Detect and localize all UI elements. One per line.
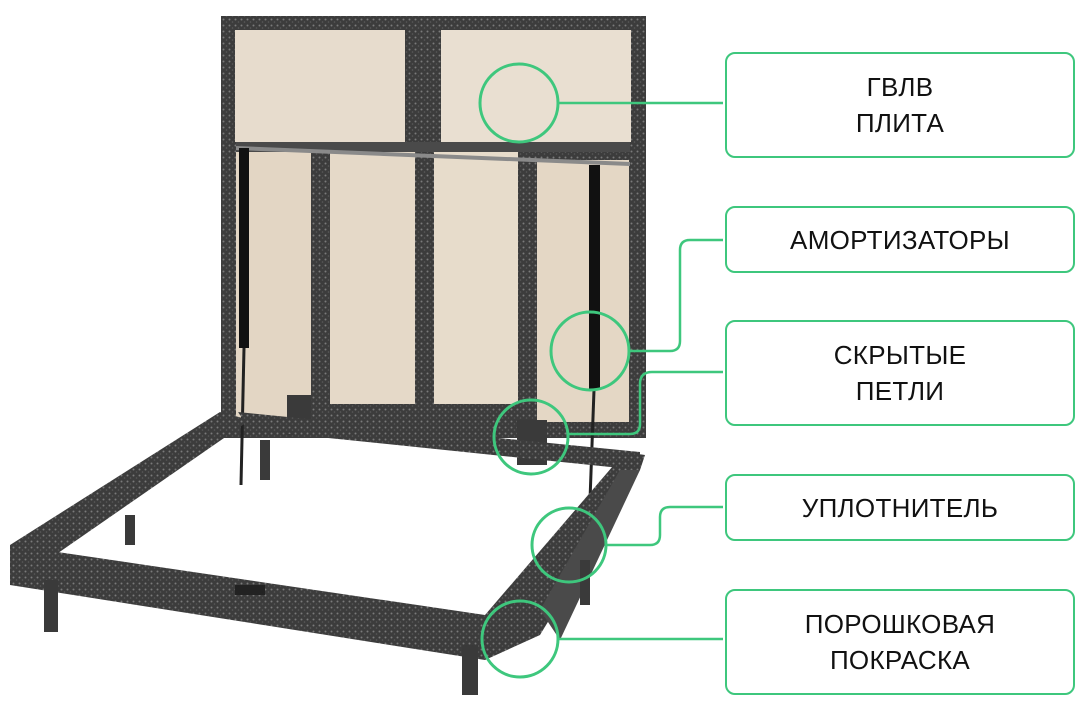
label-gvlv-board: ГВЛВ ПЛИТА (725, 52, 1075, 158)
lid-crossbar (236, 142, 630, 152)
callout-circle-uplotnitel (530, 506, 608, 584)
label-petli-line2: ПЕТЛИ (855, 376, 945, 406)
board-panel-top-right (441, 30, 631, 142)
board-panel-3 (434, 152, 518, 404)
frame-foot (580, 560, 590, 605)
callout-circle-petli (492, 398, 570, 476)
frame-foot (44, 580, 58, 632)
callout-line-petli (567, 370, 723, 436)
callout-line-amortizatory (628, 238, 723, 353)
frame-foot (260, 440, 270, 480)
callout-circles (478, 62, 631, 679)
label-seal: УПЛОТНИТЕЛЬ (725, 474, 1075, 541)
callout-line-uplotnitel (605, 505, 723, 547)
board-panel-top-left (235, 30, 405, 142)
label-gvlv-line1: ГВЛВ (866, 72, 934, 102)
callout-circle-gvlv (478, 62, 560, 144)
frame-handle-slot (235, 585, 265, 595)
label-shock-absorbers: АМОРТИЗАТОРЫ (725, 206, 1075, 273)
label-powder-coating: ПОРОШКОВАЯ ПОКРАСКА (725, 589, 1075, 695)
label-petli-line1: СКРЫТЫЕ (833, 340, 967, 370)
gas-strut-left (239, 148, 249, 348)
gas-strut-right (589, 165, 600, 390)
label-uplotnitel-text: УПЛОТНИТЕЛЬ (801, 492, 999, 523)
frame-front-side (10, 545, 485, 660)
label-pokraska-line2: ПОКРАСКА (829, 645, 971, 675)
label-hidden-hinges: СКРЫТЫЕ ПЕТЛИ (725, 320, 1075, 426)
board-panel-2 (330, 152, 415, 404)
callout-circle-amortizatory (549, 310, 631, 392)
hatch-base-frame (10, 412, 645, 695)
board-panel-4 (537, 160, 629, 422)
frame-foot (462, 645, 478, 695)
frame-foot (125, 515, 135, 545)
callout-lines (558, 101, 723, 641)
label-amortizatory-text: АМОРТИЗАТОРЫ (790, 224, 1010, 255)
frame-back-side (238, 412, 640, 470)
hatch-lid (221, 16, 646, 501)
callout-circle-pokraska (480, 599, 560, 679)
label-pokraska-line1: ПОРОШКОВАЯ (804, 609, 996, 639)
label-gvlv-line2: ПЛИТА (855, 108, 945, 138)
frame-left-side (10, 412, 250, 560)
